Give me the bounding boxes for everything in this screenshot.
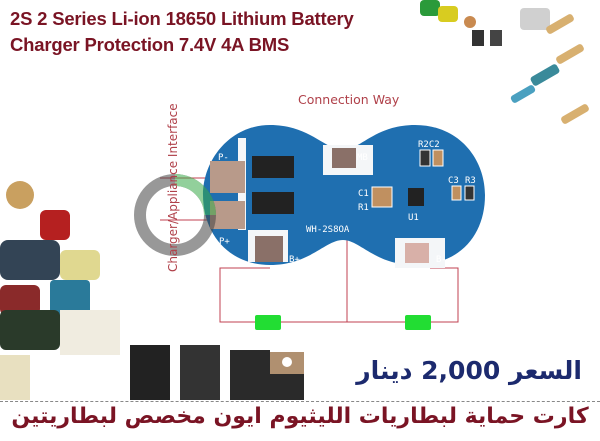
label-r2c2: R2C2 xyxy=(418,140,440,150)
label-c1: C1 xyxy=(358,189,369,199)
pad-label-p-plus: P+ xyxy=(219,237,230,247)
pad-label-b-minus: B- xyxy=(436,255,447,265)
label-r1: R1 xyxy=(358,203,369,213)
price-label: السعر 2,000 دينار xyxy=(356,356,582,385)
batteries xyxy=(255,315,431,330)
label-u1: U1 xyxy=(408,213,419,223)
watermark-logo xyxy=(134,174,216,256)
title-line-1: 2S 2 Series Li-ion 18650 Lithium Battery xyxy=(10,8,354,29)
label-r3: R3 xyxy=(465,176,476,186)
label-c3: C3 xyxy=(448,176,459,186)
pad-label-p-minus: P- xyxy=(218,153,229,163)
divider xyxy=(0,401,600,402)
components-top-right-image xyxy=(420,0,589,124)
pad-label-b-plus: B+ xyxy=(289,255,300,265)
connection-way-label: Connection Way xyxy=(298,92,400,107)
product-title: 2S 2 Series Li-ion 18650 Lithium Battery… xyxy=(10,6,354,58)
product-description: كارت حماية لبطاريات الليثيوم ايون مخصص ل… xyxy=(11,404,589,429)
interface-label: Charger/Appliance Interface xyxy=(166,103,180,272)
pcb-board xyxy=(203,125,485,268)
board-model-label: WH-2S8OA xyxy=(306,225,350,235)
title-line-2: Charger Protection 7.4V 4A BMS xyxy=(10,34,290,55)
components-left-image xyxy=(0,181,304,400)
pad-label-mb: MB xyxy=(357,153,368,163)
